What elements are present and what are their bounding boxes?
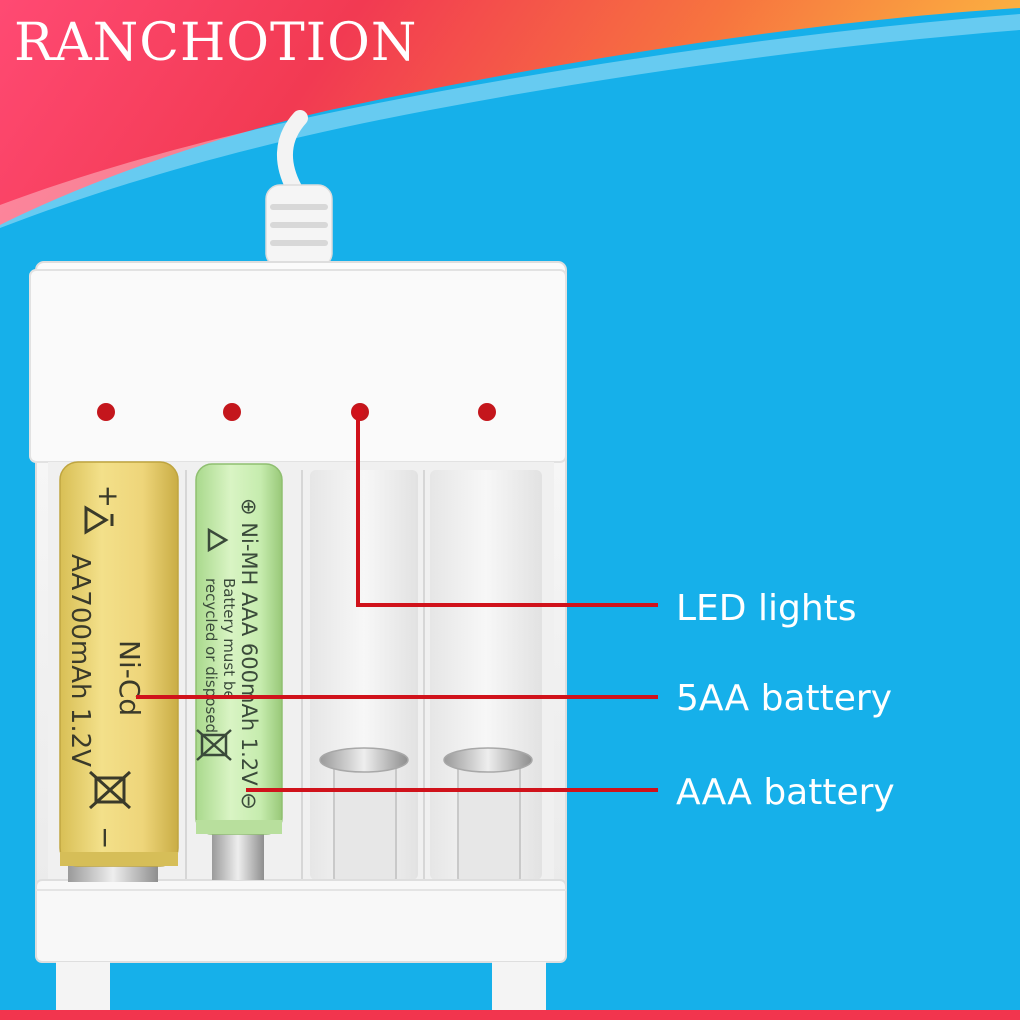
usb-cable bbox=[265, 110, 333, 268]
aaa-notice-line-2: recycled or disposed bbox=[202, 578, 220, 733]
aa-minus-sign: − bbox=[89, 826, 122, 849]
bottom-strip bbox=[0, 1010, 1020, 1020]
callout-label-5aa-battery: 5AA battery bbox=[676, 678, 892, 719]
charger-base bbox=[35, 879, 567, 963]
spring-contact-4 bbox=[443, 747, 533, 885]
aaa-notice-line-1: Battery must be bbox=[220, 578, 238, 700]
brand-banner: RANCHOTION bbox=[0, 0, 1020, 228]
aa-battery: + AA700mAh 1.2V Ni-Cd − bbox=[59, 461, 179, 882]
led-1 bbox=[97, 403, 115, 421]
crossed-bin-icon-aaa bbox=[196, 729, 232, 761]
aa-chemistry-text: Ni-Cd bbox=[113, 640, 146, 716]
crossed-bin-icon bbox=[88, 770, 132, 810]
recycle-icon-aaa bbox=[207, 527, 229, 553]
spring-contact-3 bbox=[319, 747, 409, 885]
aaa-chemistry-text: ⊕ Ni-MH AAA 600mAh 1.2V ⊖ bbox=[237, 498, 261, 810]
led-2 bbox=[223, 403, 241, 421]
callout-lines bbox=[136, 406, 658, 792]
callout-label-led-lights: LED lights bbox=[676, 588, 857, 629]
callout-line-led bbox=[356, 412, 658, 607]
callout-label-aaa-battery: AAA battery bbox=[676, 772, 895, 813]
aaa-battery: ⊕ Ni-MH AAA 600mAh 1.2V ⊖ Battery must b… bbox=[195, 463, 283, 880]
led-4 bbox=[478, 403, 496, 421]
aa-spec-text: AA700mAh 1.2V bbox=[65, 554, 95, 767]
brand-logo-text: RANCHOTION bbox=[14, 13, 417, 73]
recycle-icon bbox=[84, 505, 114, 535]
led-panel bbox=[29, 269, 567, 463]
aa-plus-sign: + bbox=[96, 479, 119, 512]
